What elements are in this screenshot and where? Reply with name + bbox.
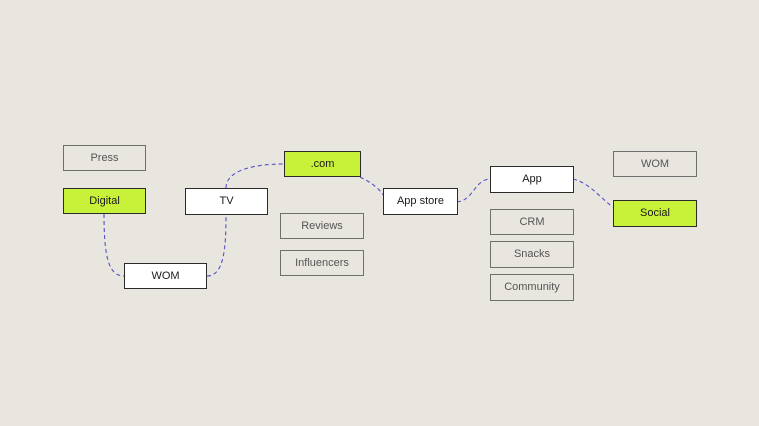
node-crm[interactable]: CRM [490,209,574,235]
node-influencers[interactable]: Influencers [280,250,364,276]
node-wom-left[interactable]: WOM [124,263,207,289]
node-wom-right[interactable]: WOM [613,151,697,177]
node-app[interactable]: App [490,166,574,193]
node-snacks[interactable]: Snacks [490,241,574,268]
connector-wom-tv [206,214,227,277]
node-tv[interactable]: TV [185,188,268,215]
connector-appstore-app [456,178,491,203]
node-dotcom[interactable]: .com [284,151,361,177]
node-reviews[interactable]: Reviews [280,213,364,239]
connector-digital-wom [103,213,125,277]
connector-dotcom-appstore [359,176,385,197]
node-community[interactable]: Community [490,274,574,301]
node-press[interactable]: Press [63,145,146,171]
node-social[interactable]: Social [613,200,697,227]
connector-tv-dotcom [225,163,285,189]
connector-app-social [572,178,614,208]
node-app-store[interactable]: App store [383,188,458,215]
node-digital[interactable]: Digital [63,188,146,214]
